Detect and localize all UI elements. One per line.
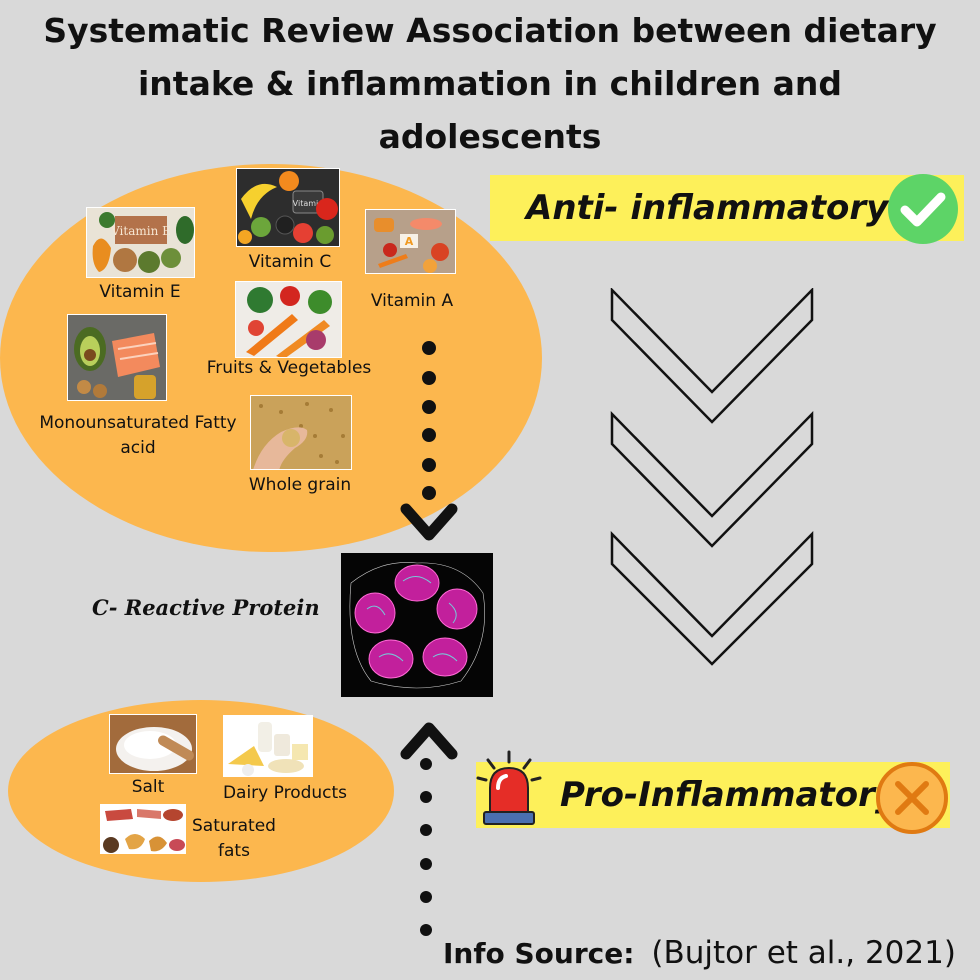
vitamin-c-photo: Vitamin bbox=[236, 168, 340, 247]
info-source-label: Info Source: bbox=[443, 937, 635, 970]
alarm-siren-icon bbox=[476, 750, 542, 830]
info-source: Info Source: (Bujtor et al., 2021) bbox=[443, 935, 956, 971]
vitamin-c-label: Vitamin C bbox=[248, 252, 332, 272]
check-icon bbox=[886, 172, 960, 246]
mufa-label: Monounsaturated Fatty acid bbox=[39, 413, 237, 458]
whole-grain-photo bbox=[250, 395, 352, 470]
salt-photo bbox=[109, 714, 197, 774]
dairy-photo bbox=[223, 715, 313, 777]
anti-inflammatory-banner: Anti- inflammatory bbox=[490, 175, 964, 241]
anti-inflammatory-label: Anti- inflammatory bbox=[526, 188, 889, 228]
saturated-fats-photo bbox=[100, 804, 186, 854]
whole-grain-label: Whole grain bbox=[248, 475, 352, 495]
vitamin-e-photo: Vitamin E bbox=[86, 207, 195, 278]
downward-chevrons bbox=[610, 288, 814, 666]
dotted-arrow-down bbox=[400, 341, 458, 541]
pro-inflammatory-banner: Pro-Inflammatory bbox=[476, 762, 950, 828]
saturated-fats-label: Saturated fats bbox=[192, 816, 276, 861]
crp-protein-image bbox=[341, 553, 493, 697]
vitamin-e-label: Vitamin E bbox=[99, 282, 181, 302]
salt-label: Salt bbox=[131, 777, 165, 797]
svg-text:A: A bbox=[405, 235, 414, 248]
pro-inflammatory-ellipse bbox=[8, 700, 394, 882]
pro-inflammatory-label: Pro-Inflammatory bbox=[560, 775, 898, 815]
info-source-citation: (Bujtor et al., 2021) bbox=[651, 935, 956, 971]
fruits-vegetables-label: Fruits & Vegetables bbox=[206, 358, 372, 378]
svg-text:Vitamin E: Vitamin E bbox=[110, 224, 171, 238]
dairy-label: Dairy Products bbox=[222, 783, 348, 803]
vitamin-a-photo: A bbox=[365, 209, 456, 274]
page-title: Systematic Review Association between di… bbox=[43, 11, 937, 156]
vitamin-a-label: Vitamin A bbox=[370, 291, 454, 311]
crp-label: C- Reactive Protein bbox=[92, 595, 320, 620]
dotted-arrow-up bbox=[400, 722, 458, 936]
cross-icon bbox=[874, 760, 950, 836]
fruits-vegetables-photo bbox=[235, 281, 342, 358]
mufa-photo bbox=[67, 314, 167, 401]
svg-text:Vitamin: Vitamin bbox=[293, 199, 324, 208]
